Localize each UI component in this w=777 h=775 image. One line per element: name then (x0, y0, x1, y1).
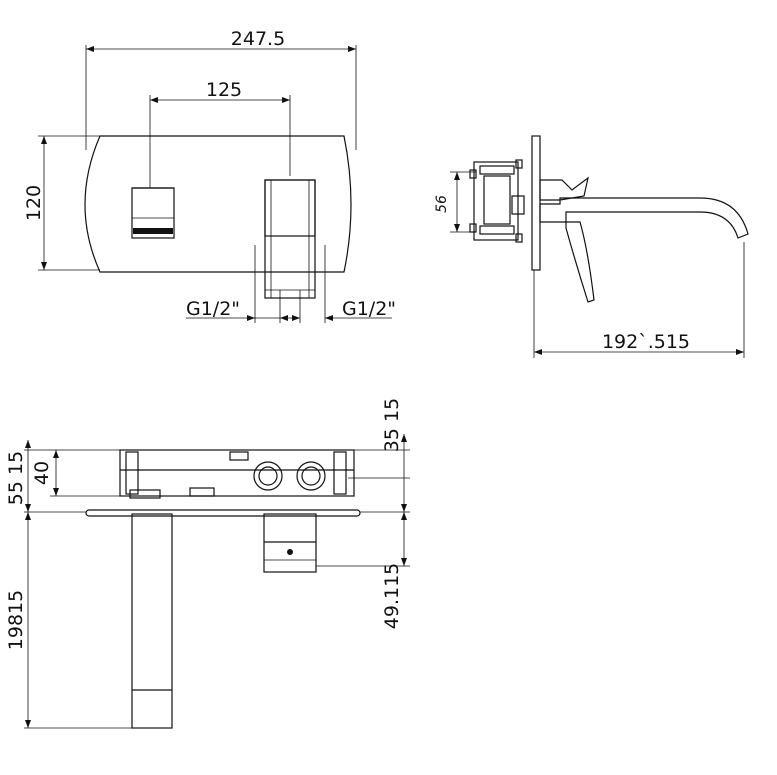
front-handle (264, 179, 316, 299)
side-spout (539, 197, 749, 239)
dim-side-body: 56 (434, 195, 450, 213)
plan-plate (85, 509, 361, 517)
dim-front-height: 120 (23, 185, 45, 221)
dim-front-spacing: 125 (206, 79, 242, 101)
side-handle (539, 176, 589, 201)
side-lever (565, 221, 595, 303)
side-wall-plate (531, 135, 541, 271)
side-box (473, 161, 519, 241)
plan-inlet-left (253, 461, 283, 491)
plan-view: 35 15 49.115 55 15 40 19815 (5, 398, 410, 729)
side-view: 56 192`.515 (434, 135, 749, 358)
plan-inlet-right (296, 461, 326, 491)
dim-plan-left-stack: 55 15 (5, 451, 27, 505)
thread-left-label: G1/2" (186, 298, 240, 320)
dim-front-width: 247.5 (231, 28, 285, 50)
plan-spout (131, 513, 173, 729)
plan-handle (263, 513, 317, 573)
dim-plan-spout-length: 19815 (5, 590, 27, 650)
dim-side-projection: 192`.515 (602, 331, 690, 353)
front-outlet-aerator (133, 228, 173, 234)
plan-body (119, 449, 355, 497)
front-view: 247.5 125 120 G1/2" G1/2" (23, 28, 396, 323)
dim-plan-body-depth: 40 (31, 461, 53, 485)
dim-plan-right-top: 35 15 (381, 398, 403, 452)
dim-plan-handle-depth: 49.115 (381, 563, 403, 629)
front-plate-outline (84, 135, 352, 273)
thread-right-label: G1/2" (342, 298, 396, 320)
